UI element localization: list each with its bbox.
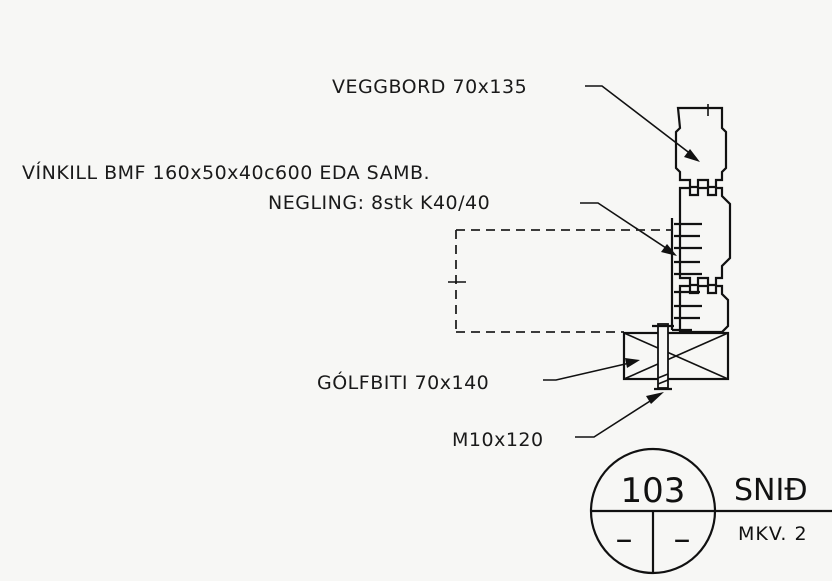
leader-veggbord (585, 85, 700, 162)
wall-boards (674, 104, 732, 334)
label-veggbord: VEGGBORD 70x135 (332, 76, 527, 98)
label-vinkill: VÍNKILL BMF 160x50x40c600 EDA SAMB. (22, 161, 430, 184)
leader-golfbiti (543, 358, 640, 381)
section-left-cell: – (616, 519, 633, 559)
section-title: SNIÐ (734, 473, 808, 508)
floor-outline-dashed (448, 229, 672, 333)
section-marker: 103 – – SNIÐ MKV. 2 (589, 447, 832, 575)
nails (674, 222, 702, 320)
floor-joist (622, 331, 730, 381)
section-number: 103 (621, 471, 686, 511)
section-right-cell: – (674, 519, 691, 559)
label-negling: NEGLING: 8stk K40/40 (268, 192, 490, 214)
angle-bracket (670, 218, 692, 332)
label-bolt: M10x120 (452, 429, 544, 451)
bolt (652, 323, 674, 391)
section-scale: MKV. 2 (738, 523, 808, 545)
leader-bolt (575, 392, 664, 438)
label-golfbiti: GÓLFBITI 70x140 (317, 370, 489, 394)
